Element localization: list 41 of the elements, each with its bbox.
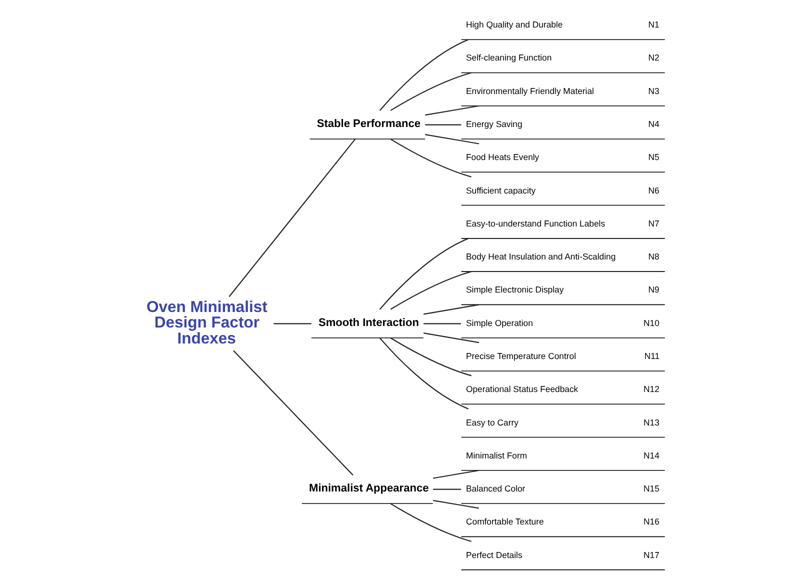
node-text: Operational Status Feedback N12 <box>466 384 660 394</box>
node-text: Easy to Carry N13 <box>466 417 660 428</box>
node-text: Easy-to-understand Function Labels N7 <box>466 218 660 228</box>
node-text: Environmentally Friendly Material N3 <box>466 86 660 96</box>
node-text: Comfortable Texture N16 <box>466 516 660 527</box>
connector <box>228 138 356 297</box>
connector <box>425 124 462 126</box>
node-text: Smooth Interaction <box>318 316 419 329</box>
connector <box>433 488 462 490</box>
connector <box>425 105 480 116</box>
connector <box>423 304 480 315</box>
node-text: Stable Performance <box>316 118 421 130</box>
connector <box>390 138 472 178</box>
connector <box>390 503 472 542</box>
connector <box>432 500 479 509</box>
node-text: Perfect Details N17 <box>466 550 660 560</box>
connector <box>233 350 354 476</box>
node-text: High Quality and Durable N1 <box>466 20 660 30</box>
node-text: Balanced Color N15 <box>466 484 660 494</box>
node-text: Energy Saving N4 <box>466 119 660 130</box>
connector <box>390 72 472 111</box>
connector <box>274 323 312 324</box>
connector <box>379 238 469 310</box>
connector <box>379 338 469 410</box>
node-text: Oven Minimalist Design Factor Indexes <box>146 298 268 348</box>
node-text: Food Heats Evenly N5 <box>466 152 660 162</box>
connector <box>424 323 461 324</box>
connector <box>423 332 480 344</box>
node-text: Self-cleaning Function N2 <box>466 52 660 63</box>
connector <box>390 338 472 376</box>
connector <box>432 470 479 479</box>
node-text: Simple Electronic Display N9 <box>466 284 660 295</box>
node-text: Body Heat Insulation and Anti-Scalding N8 <box>466 252 660 262</box>
connector <box>379 39 469 111</box>
connector <box>390 271 472 310</box>
node-text: Sufficient capacity N6 <box>466 185 660 196</box>
node-text: Minimalist Form N14 <box>466 450 660 460</box>
node-text: Precise Temperature Control N11 <box>466 350 660 361</box>
connector <box>425 134 480 144</box>
node-text: Minimalist Appearance <box>309 482 429 494</box>
node-text: Simple Operation N10 <box>466 318 660 328</box>
